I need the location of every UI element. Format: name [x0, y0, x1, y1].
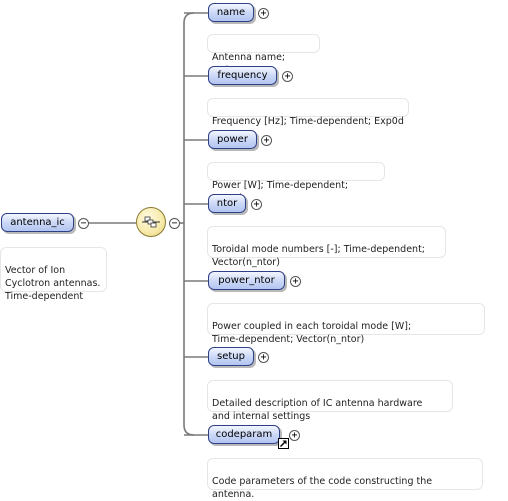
root-element-label: antenna_ic	[10, 217, 65, 228]
element-node-frequency[interactable]: frequency	[208, 66, 277, 85]
expand-toggle-frequency[interactable]: +	[282, 71, 293, 82]
link-arrow-icon	[278, 438, 289, 449]
expand-toggle-power-ntor[interactable]: +	[290, 276, 301, 287]
root-element-doc: Vector of Ion Cyclotron antennas. Time-d…	[0, 247, 107, 302]
expand-toggle-name[interactable]: +	[258, 8, 269, 19]
element-doc-power-ntor: Power coupled in each toroidal mode [W];…	[207, 303, 485, 345]
root-collapse-toggle[interactable]: −	[78, 218, 89, 229]
element-node-power-ntor[interactable]: power_ntor	[208, 271, 285, 290]
expand-toggle-codeparam[interactable]: +	[289, 430, 300, 441]
expand-toggle-setup[interactable]: +	[258, 352, 269, 363]
element-node-power[interactable]: power	[208, 130, 257, 149]
element-node-codeparam[interactable]: codeparam	[208, 425, 280, 444]
element-node-ntor[interactable]: ntor	[208, 194, 246, 213]
expand-toggle-power[interactable]: +	[261, 135, 272, 146]
element-node-setup[interactable]: setup	[208, 347, 254, 366]
element-doc-power: Power [W]; Time-dependent; Exp0d	[207, 162, 385, 204]
element-doc-ntor: Toroidal mode numbers [-]; Time-dependen…	[207, 226, 446, 268]
sequence-compositor-icon[interactable]	[136, 207, 166, 237]
element-node-name[interactable]: name	[208, 3, 254, 22]
element-doc-setup: Detailed description of IC antenna hardw…	[207, 380, 453, 422]
root-element-node[interactable]: antenna_ic	[1, 213, 74, 232]
element-doc-codeparam: Code parameters of the code constructing…	[207, 458, 483, 500]
element-doc-frequency: Frequency [Hz]; Time-dependent; Exp0d	[207, 98, 409, 127]
element-doc-name: Antenna name; String	[207, 34, 320, 76]
sequence-collapse-toggle[interactable]: −	[169, 218, 180, 229]
sequence-glyph-icon	[142, 216, 160, 228]
expand-toggle-ntor[interactable]: +	[251, 199, 262, 210]
